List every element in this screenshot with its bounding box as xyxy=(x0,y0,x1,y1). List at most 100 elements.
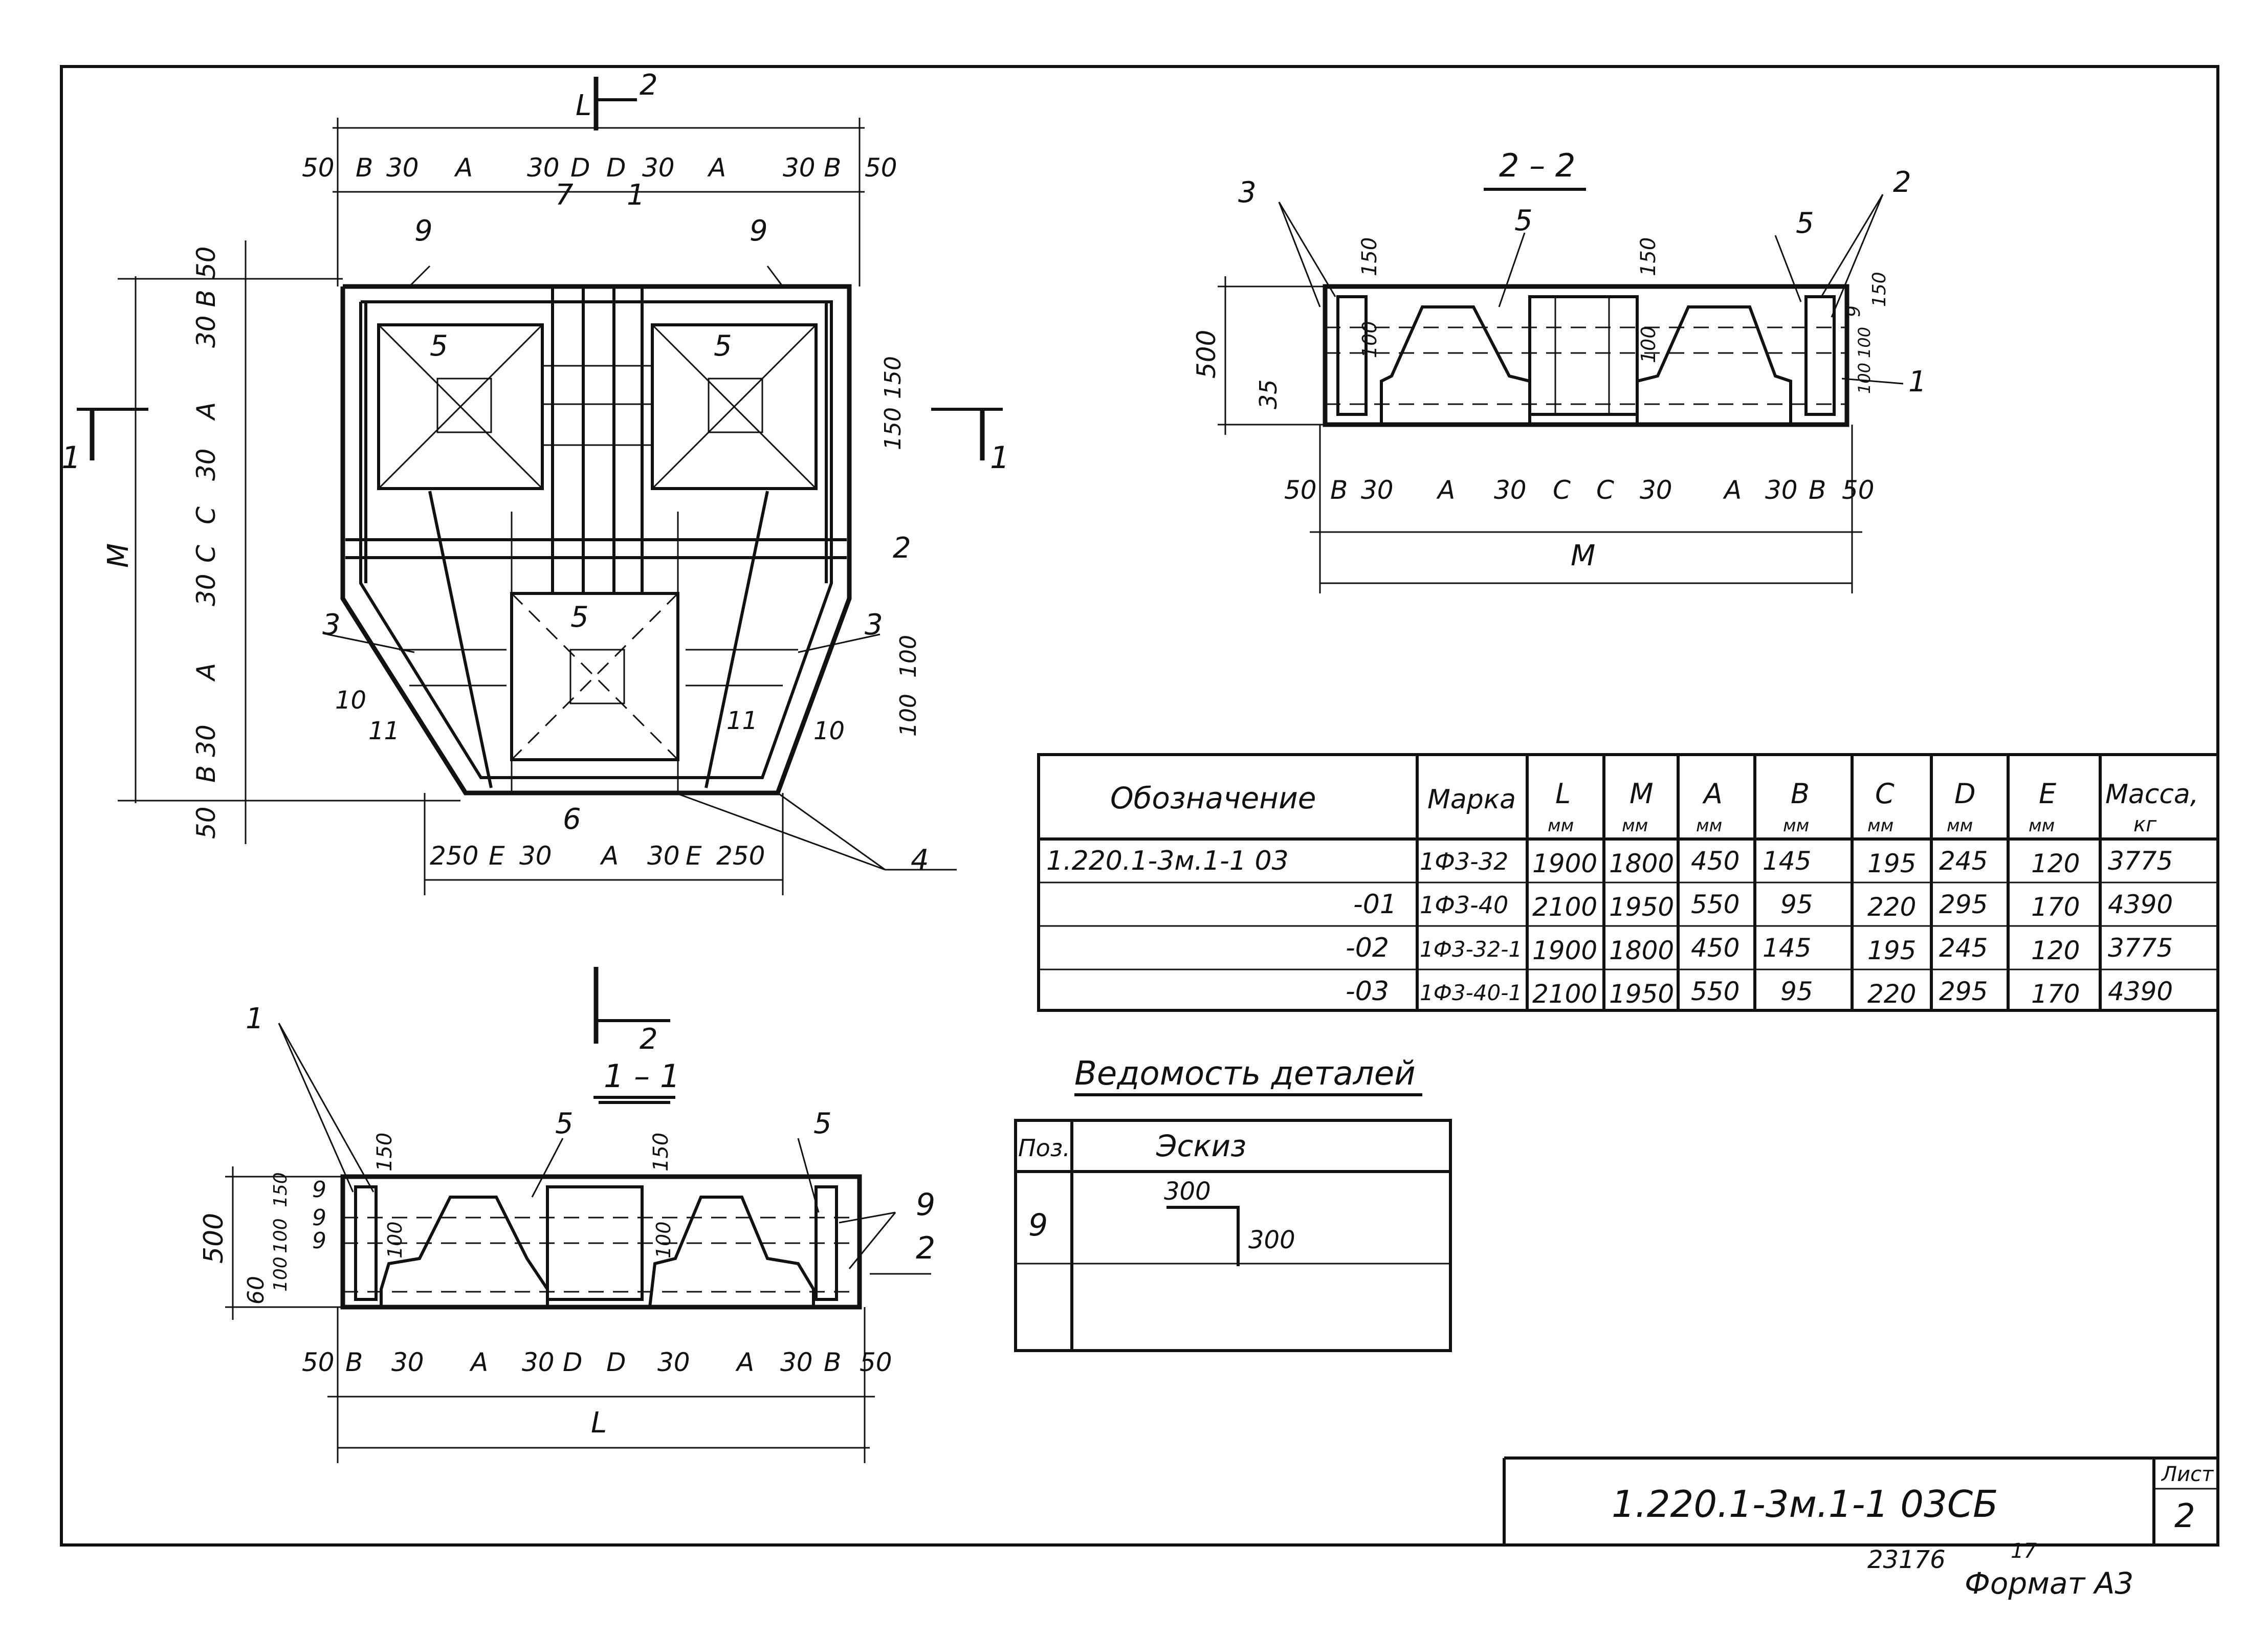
details-table: Ведомость деталей Поз. Эскиз 9 300 300 xyxy=(1014,1055,1452,1352)
pos-10-right: 10 xyxy=(813,717,845,745)
dim-right-100-a: 100 xyxy=(895,635,921,678)
dim-right-100-b: 100 xyxy=(895,694,921,737)
dim-1-1-b-50l: 50 xyxy=(302,1348,335,1377)
dim-2-2-150-b: 150 xyxy=(1637,237,1660,276)
dim-1-1-overall-l: L xyxy=(591,1406,607,1440)
cell-b: 95 xyxy=(1780,977,1813,1006)
dim-2-2-b-a-r: A xyxy=(1723,475,1742,505)
dim-1-1-60: 60 xyxy=(243,1276,269,1305)
dim-1-1-b-30-c: 30 xyxy=(657,1348,690,1377)
th-mark: Марка xyxy=(1427,784,1516,815)
pos-6: 6 xyxy=(563,803,581,836)
cell-mark: 1Ф3-32-1 xyxy=(1420,937,1522,962)
sheet-label: Лист xyxy=(2161,1463,2214,1486)
dim-1-1-b-a-l: A xyxy=(469,1348,488,1377)
cell-mark: 1Ф3-40 xyxy=(1420,891,1508,919)
th-unit-b: мм xyxy=(1783,815,1809,836)
dim-2-2-b-b-r: B xyxy=(1809,475,1826,505)
cell-mass: 3775 xyxy=(2108,933,2173,963)
section-1-1-title: 1 – 1 xyxy=(604,1057,680,1095)
dim-left-c1: C xyxy=(191,506,221,524)
side-9-b: 9 xyxy=(312,1205,326,1231)
pos-2-2-3: 3 xyxy=(1238,176,1257,209)
plan-overall-l: L xyxy=(576,89,591,122)
dim-bottom-30-left: 30 xyxy=(519,841,552,871)
dim-1-1-100-a: 100 xyxy=(384,1221,406,1258)
dim-1-1-b-30-a: 30 xyxy=(391,1348,424,1377)
section-mark-1-right: 1 xyxy=(990,440,1009,476)
cell-b: 145 xyxy=(1763,933,1811,963)
side-9-c: 9 xyxy=(312,1228,326,1254)
pos-3-left: 3 xyxy=(322,608,341,642)
th-unit-l: мм xyxy=(1548,815,1574,836)
cell-m: 1800 xyxy=(1609,936,1674,965)
section-2-2: 2 – 2 500 35 150 100 150 100 9 150 100 1… xyxy=(1192,147,1927,593)
cell-c: 220 xyxy=(1867,979,1916,1009)
dim-bottom-30-right: 30 xyxy=(647,841,680,871)
dim-2-2-right-9: 9 xyxy=(1843,305,1864,317)
plan-overall-m: M xyxy=(102,543,135,568)
th-unit-c: мм xyxy=(1867,815,1893,836)
pos-1-1-9: 9 xyxy=(916,1187,935,1223)
dim-2-2-b-b-l: B xyxy=(1330,475,1348,505)
dim-2-2-b-a-l: A xyxy=(1436,475,1455,505)
th-mass: Масса, xyxy=(2105,779,2198,810)
dim-left-30-b: 30 xyxy=(191,573,221,606)
dim-left-a-bottom: A xyxy=(191,663,221,682)
pos-5-a: 5 xyxy=(430,329,448,363)
dim-2-2-b-c1: C xyxy=(1553,475,1571,505)
dim-top-a-left: A xyxy=(454,153,473,183)
title-block: 1.220.1-3м.1-1 03СБ Лист 2 23176 17 Форм… xyxy=(1612,1463,2214,1601)
drawing-designation: 1.220.1-3м.1-1 03СБ xyxy=(1612,1483,1998,1526)
detail-dim2: 300 xyxy=(1248,1226,1295,1254)
cell-d: 245 xyxy=(1939,846,1988,876)
dim-top-30-a: 30 xyxy=(386,153,419,183)
dim-2-2-overall-m: M xyxy=(1571,539,1595,572)
pos-7: 7 xyxy=(555,179,574,212)
dim-bottom-250-right: 250 xyxy=(716,841,765,871)
cell-l: 2100 xyxy=(1532,979,1597,1009)
cell-l: 1900 xyxy=(1532,849,1597,878)
dim-left-50-bottom: 50 xyxy=(191,806,221,839)
dim-2-2-100-b: 100 xyxy=(1637,326,1660,363)
cell-c: 220 xyxy=(1867,892,1916,922)
cell-m: 1950 xyxy=(1609,892,1674,922)
dim-2-2-b-50r: 50 xyxy=(1842,475,1875,505)
pos-4: 4 xyxy=(911,844,929,877)
cell-mark: 1Ф3-32 xyxy=(1420,848,1508,875)
dim-top-50-right: 50 xyxy=(865,153,897,183)
th-m: M xyxy=(1630,778,1654,810)
pos-1-1-1: 1 xyxy=(246,1002,264,1035)
cell-l: 2100 xyxy=(1532,892,1597,922)
dim-top-30-c: 30 xyxy=(642,153,675,183)
dim-top-b-right: B xyxy=(824,153,841,183)
pos-2-2-1: 1 xyxy=(1908,365,1927,399)
pad-top-left xyxy=(377,323,544,490)
th-c: C xyxy=(1875,778,1895,810)
dim-2-2-right-100a: 100 xyxy=(1855,327,1874,358)
dim-left-30-a: 30 xyxy=(191,448,221,481)
dim-left-b30: B 30 xyxy=(191,724,221,783)
cell-designation: -01 xyxy=(1353,889,1397,920)
dim-1-1-stack-100a: 100 xyxy=(270,1218,291,1253)
section-2-2-outline xyxy=(1323,284,1849,427)
cell-e: 120 xyxy=(2031,849,2080,878)
cell-m: 1950 xyxy=(1609,979,1674,1009)
dim-2-2-b-50l: 50 xyxy=(1284,475,1317,505)
cell-b: 95 xyxy=(1780,890,1813,919)
dim-bottom-250-left: 250 xyxy=(430,841,478,871)
cell-c: 195 xyxy=(1867,849,1916,878)
th-unit-mass: кг xyxy=(2133,813,2157,836)
pos-1-1-5b: 5 xyxy=(813,1107,832,1140)
cell-d: 245 xyxy=(1939,933,1988,963)
plan-cut-marker: 2 xyxy=(640,69,658,102)
dim-1-1-150-a: 150 xyxy=(373,1133,397,1172)
detail-pos: 9 xyxy=(1028,1207,1048,1243)
th-pos: Поз. xyxy=(1018,1134,1070,1162)
dim-left-50-top: 50 xyxy=(191,246,221,279)
plan-view: 50 B 30 A 30 D D 30 A 30 B 50 L 2 50 30 … xyxy=(61,69,1009,895)
th-a: A xyxy=(1702,778,1723,810)
dim-1-1-stack-150: 150 xyxy=(270,1172,291,1207)
th-e: E xyxy=(2039,778,2057,810)
